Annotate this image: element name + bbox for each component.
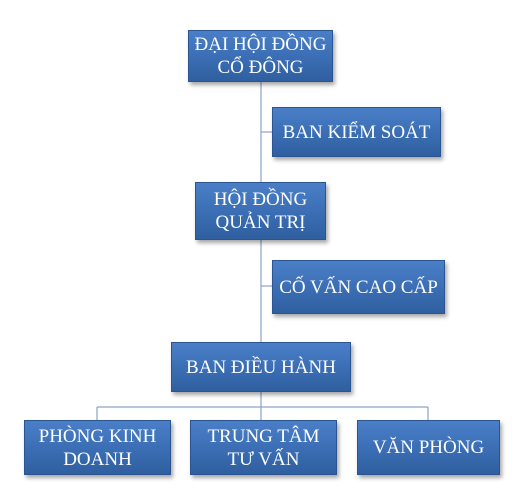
node-sales-line2: DOANH — [63, 448, 132, 470]
node-advisor-line1: CỐ VẤN CAO CẤP — [279, 276, 438, 298]
node-consulting-line2: TƯ VẤN — [227, 448, 300, 470]
node-board: HỘI ĐỒNG QUẢN TRỊ — [195, 182, 326, 240]
node-shareholders: ĐẠI HỘI ĐỒNG CỔ ĐÔNG — [188, 30, 333, 82]
node-consulting: TRUNG TÂM TƯ VẤN — [190, 420, 337, 475]
node-consulting-line1: TRUNG TÂM — [207, 425, 320, 447]
node-office-line1: VĂN PHÒNG — [372, 437, 485, 458]
node-executive-line1: BAN ĐIỀU HÀNH — [186, 356, 336, 378]
node-advisor: CỐ VẤN CAO CẤP — [272, 260, 445, 314]
node-sales: PHÒNG KINH DOANH — [24, 420, 171, 475]
node-executive: BAN ĐIỀU HÀNH — [171, 342, 351, 392]
node-supervisory-line1: BAN KIỂM SOÁT — [282, 121, 431, 143]
node-sales-line1: PHÒNG KINH — [38, 425, 157, 447]
node-shareholders-line2: CỔ ĐÔNG — [217, 57, 304, 78]
node-shareholders-line1: ĐẠI HỘI ĐỒNG — [194, 34, 327, 55]
node-board-line1: HỘI ĐỒNG — [213, 189, 308, 210]
node-supervisory: BAN KIỂM SOÁT — [272, 107, 441, 157]
node-board-line2: QUẢN TRỊ — [215, 212, 306, 233]
node-office: VĂN PHÒNG — [357, 420, 500, 475]
